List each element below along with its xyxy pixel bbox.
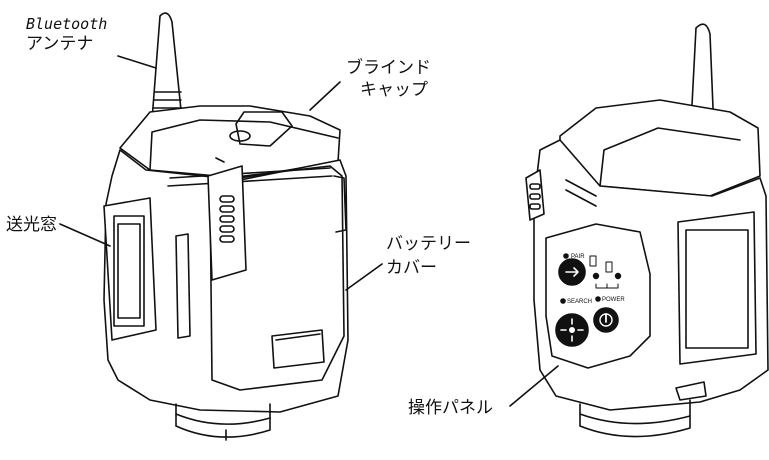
antenna-label: アンテナ: [26, 34, 94, 54]
battery-cover-label-line1: バッテリー: [386, 234, 471, 254]
right-base: [579, 399, 691, 438]
blind-cap-label-line1: ブラインド: [346, 58, 431, 78]
bluetooth-label: Bluetooth: [26, 15, 108, 33]
left-window-frame: [103, 197, 157, 341]
window-label: 送光窓: [6, 215, 57, 235]
right-device: PAIR SEARCH POWER: [525, 23, 769, 438]
blind-cap-label-line2: キャップ: [360, 80, 428, 100]
leader-lines: [59, 55, 559, 407]
search-text: SEARCH: [567, 299, 592, 305]
left-device: [103, 12, 349, 441]
battery-cover-label-line2: カバー: [386, 258, 437, 278]
left-top-cap: [119, 105, 341, 179]
pair-text: PAIR: [571, 254, 585, 260]
left-antenna: [151, 12, 183, 121]
right-window: [677, 211, 757, 365]
power-text: POWER: [602, 297, 625, 303]
control-panel: [545, 223, 651, 369]
left-battery-cover: [209, 165, 345, 391]
panel-label: 操作パネル: [408, 398, 493, 418]
left-base: [175, 403, 271, 438]
